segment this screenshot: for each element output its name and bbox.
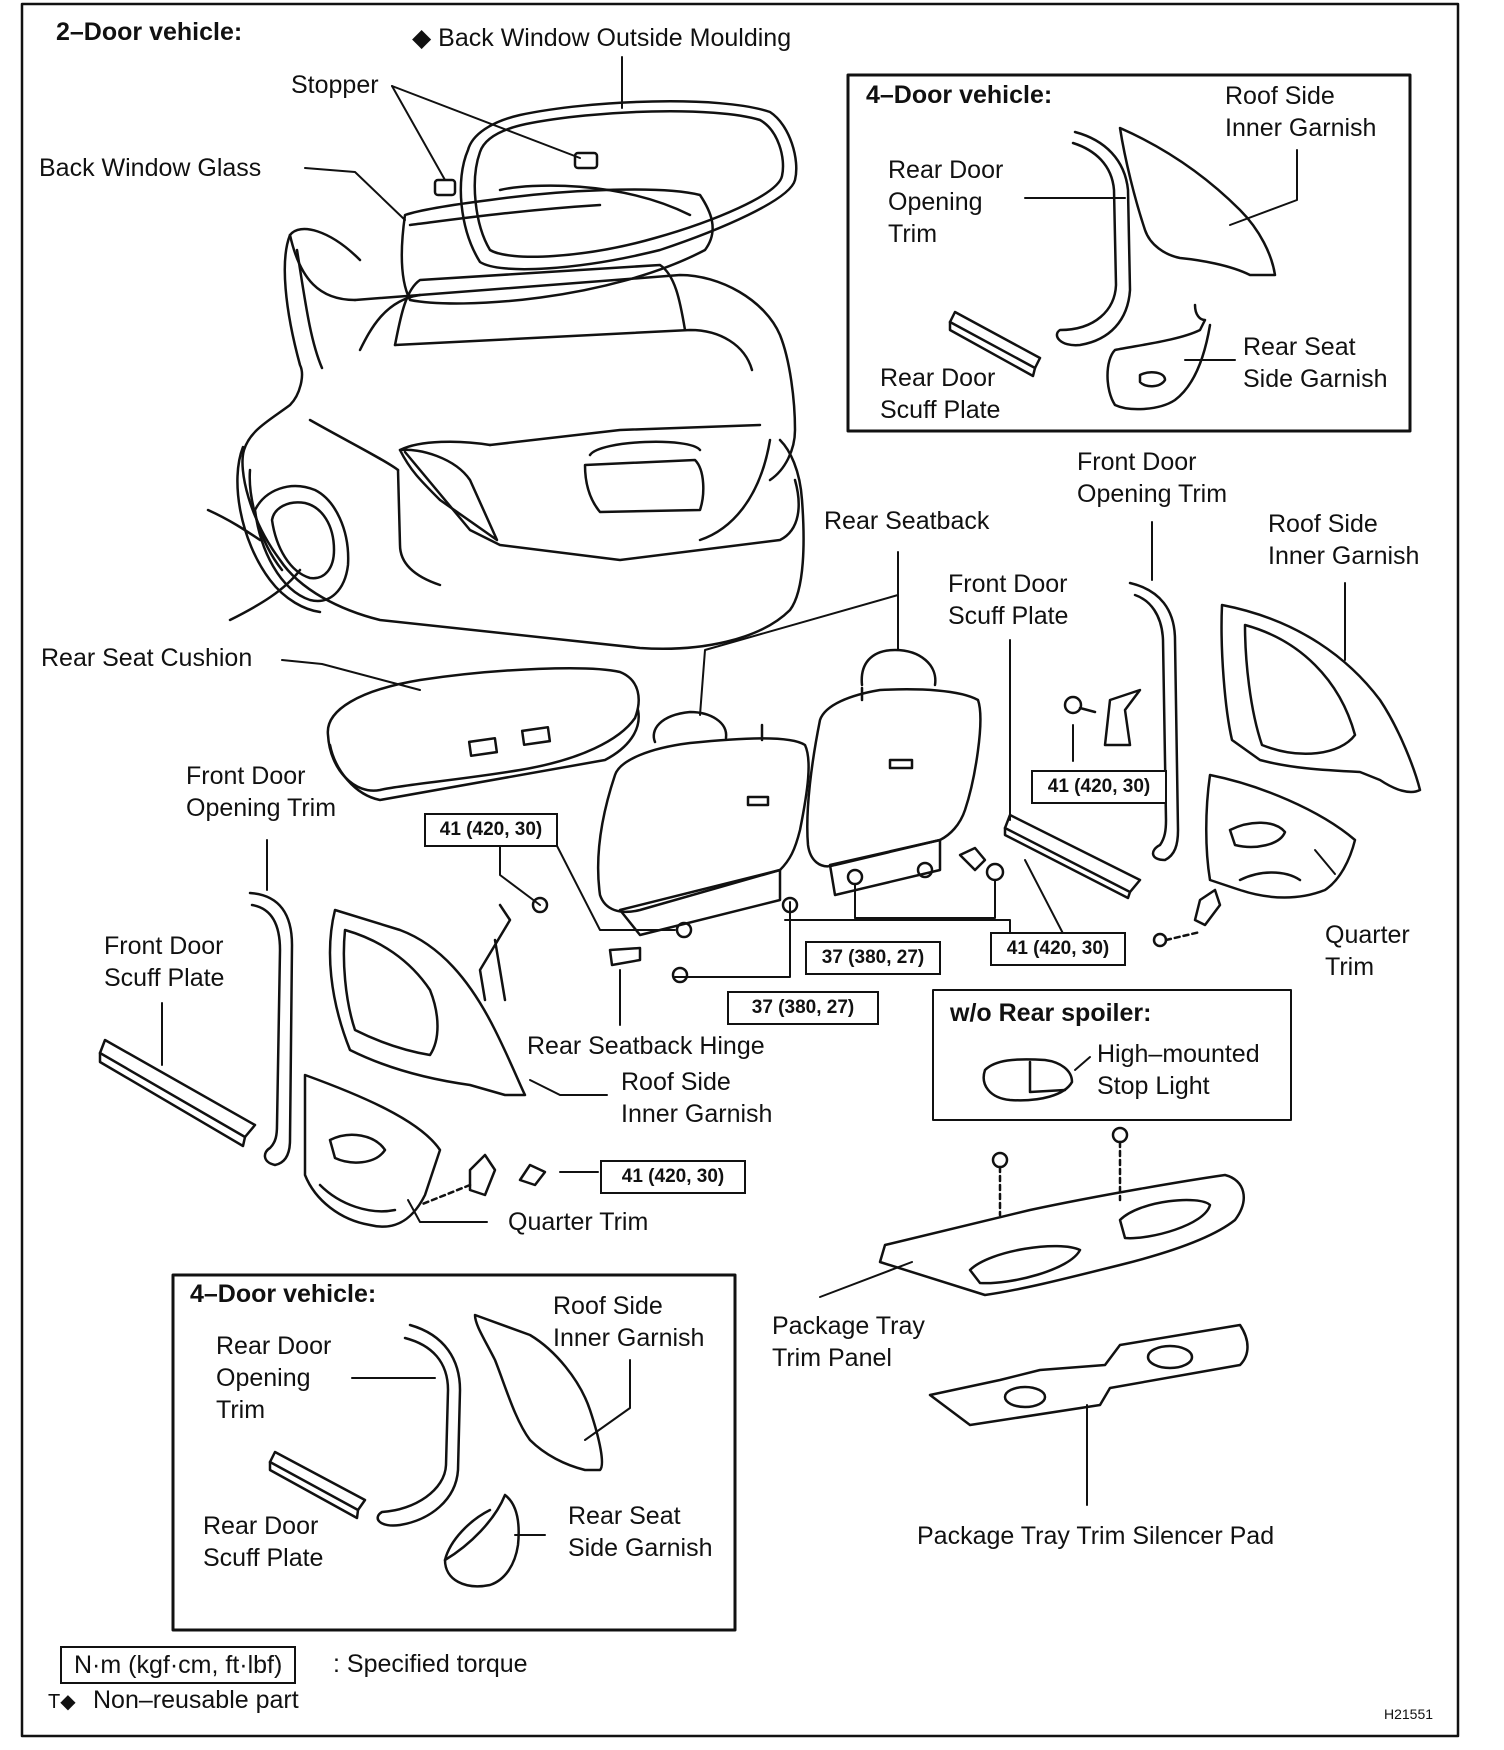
- stop-light-shape: [982, 1058, 1074, 1102]
- label-rear-seatback: Rear Seatback: [824, 507, 990, 535]
- label-high-mounted-stop-light: High–mounted Stop Light: [1097, 1040, 1260, 1100]
- torque-label: 41 (420, 30): [1031, 770, 1167, 804]
- label-back-window-glass: Back Window Glass: [39, 154, 262, 182]
- right-fasteners: [846, 688, 1222, 948]
- torque-label: 41 (420, 30): [424, 813, 558, 847]
- package-tray-panel-shape: [878, 1126, 1245, 1297]
- stopper-left: [433, 178, 457, 197]
- legend-unit-box: N·m (kgf·cm, ft·lbf): [60, 1646, 297, 1684]
- back-window-moulding: [459, 100, 798, 271]
- left-quarter-trim-shape: [303, 1073, 442, 1228]
- outer-frame: [20, 2, 1460, 1738]
- label-top-rear-seat-side-garnish: Rear Seat Side Garnish: [1243, 333, 1388, 393]
- rear-seatback-right: [806, 648, 982, 897]
- inset-box-bottom: [171, 1273, 737, 1632]
- right-quarter-trim-shape: [1205, 773, 1357, 899]
- legend-nonreusable-symbol: T◆: [48, 1691, 76, 1713]
- label-right-quarter-trim: Quarter Trim: [1325, 921, 1410, 981]
- left-fasteners: [418, 896, 799, 1207]
- label-left-roof-side-garnish: Roof Side Inner Garnish: [621, 1068, 773, 1128]
- no-spoiler-box: [932, 989, 1292, 1121]
- label-left-quarter-trim: Quarter Trim: [508, 1208, 649, 1236]
- label-right-front-door-opening-trim: Front Door Opening Trim: [1077, 448, 1228, 508]
- label-left-front-door-scuff-plate: Front Door Scuff Plate: [104, 932, 225, 992]
- label-back-window-moulding: ◆ Back Window Outside Moulding: [412, 24, 792, 52]
- header-four-door-top: 4–Door vehicle:: [866, 81, 1053, 109]
- label-right-roof-side-garnish: Roof Side Inner Garnish: [1268, 510, 1420, 570]
- right-roof-side-garnish-shape: [1220, 603, 1422, 794]
- leader-lines: [161, 56, 1346, 1536]
- torque-label: 37 (380, 27): [727, 991, 879, 1025]
- label-rear-seat-cushion: Rear Seat Cushion: [41, 644, 253, 672]
- header-two-door: 2–Door vehicle:: [56, 18, 243, 46]
- left-front-door-scuff-plate-shape: [98, 1038, 257, 1148]
- top-inset-parts: [948, 126, 1277, 411]
- stopper-right: [573, 151, 599, 170]
- left-roof-side-garnish-shape: [328, 908, 527, 1097]
- label-right-front-door-scuff-plate: Front Door Scuff Plate: [948, 570, 1069, 630]
- label-top-rear-door-scuff-plate: Rear Door Scuff Plate: [880, 364, 1001, 424]
- left-front-door-opening-trim-shape: [248, 891, 294, 1167]
- figure-id: H21551: [1384, 1706, 1434, 1722]
- label-bottom-rear-door-scuff-plate: Rear Door Scuff Plate: [203, 1512, 324, 1572]
- label-bottom-roof-side-garnish: Roof Side Inner Garnish: [553, 1292, 705, 1352]
- bottom-inset-parts: [268, 1313, 604, 1588]
- inset-box-top: [846, 73, 1412, 433]
- torque-label: 41 (420, 30): [990, 932, 1126, 966]
- rear-seatback-left: [596, 710, 810, 937]
- label-left-front-door-opening-trim: Front Door Opening Trim: [186, 762, 337, 822]
- right-front-door-opening-trim-shape: [1128, 581, 1180, 862]
- label-top-roof-side-garnish: Roof Side Inner Garnish: [1225, 82, 1377, 142]
- label-stopper: Stopper: [291, 71, 379, 99]
- legend-unit-desc: : Specified torque: [333, 1650, 528, 1678]
- torque-label: 41 (420, 30): [600, 1160, 746, 1194]
- back-window-glass: [400, 188, 714, 305]
- header-four-door-bottom: 4–Door vehicle:: [190, 1280, 377, 1308]
- right-front-door-scuff-plate-shape: [1003, 813, 1142, 900]
- header-no-spoiler: w/o Rear spoiler:: [950, 999, 1152, 1027]
- silencer-pad-shape: [928, 1323, 1249, 1427]
- label-package-tray-panel: Package Tray Trim Panel: [772, 1312, 925, 1372]
- label-bottom-rear-door-opening-trim: Rear Door Opening Trim: [216, 1332, 332, 1424]
- label-bottom-rear-seat-side-garnish: Rear Seat Side Garnish: [568, 1502, 713, 1562]
- torque-label: 37 (380, 27): [805, 941, 941, 975]
- legend-nonreusable: Non–reusable part: [93, 1686, 299, 1714]
- label-silencer-pad: Package Tray Trim Silencer Pad: [917, 1522, 1275, 1550]
- label-top-rear-door-opening-trim: Rear Door Opening Trim: [888, 156, 1004, 248]
- label-rear-seatback-hinge: Rear Seatback Hinge: [527, 1032, 765, 1060]
- car-body: [206, 227, 805, 650]
- rear-seat-cushion-shape: [326, 667, 640, 802]
